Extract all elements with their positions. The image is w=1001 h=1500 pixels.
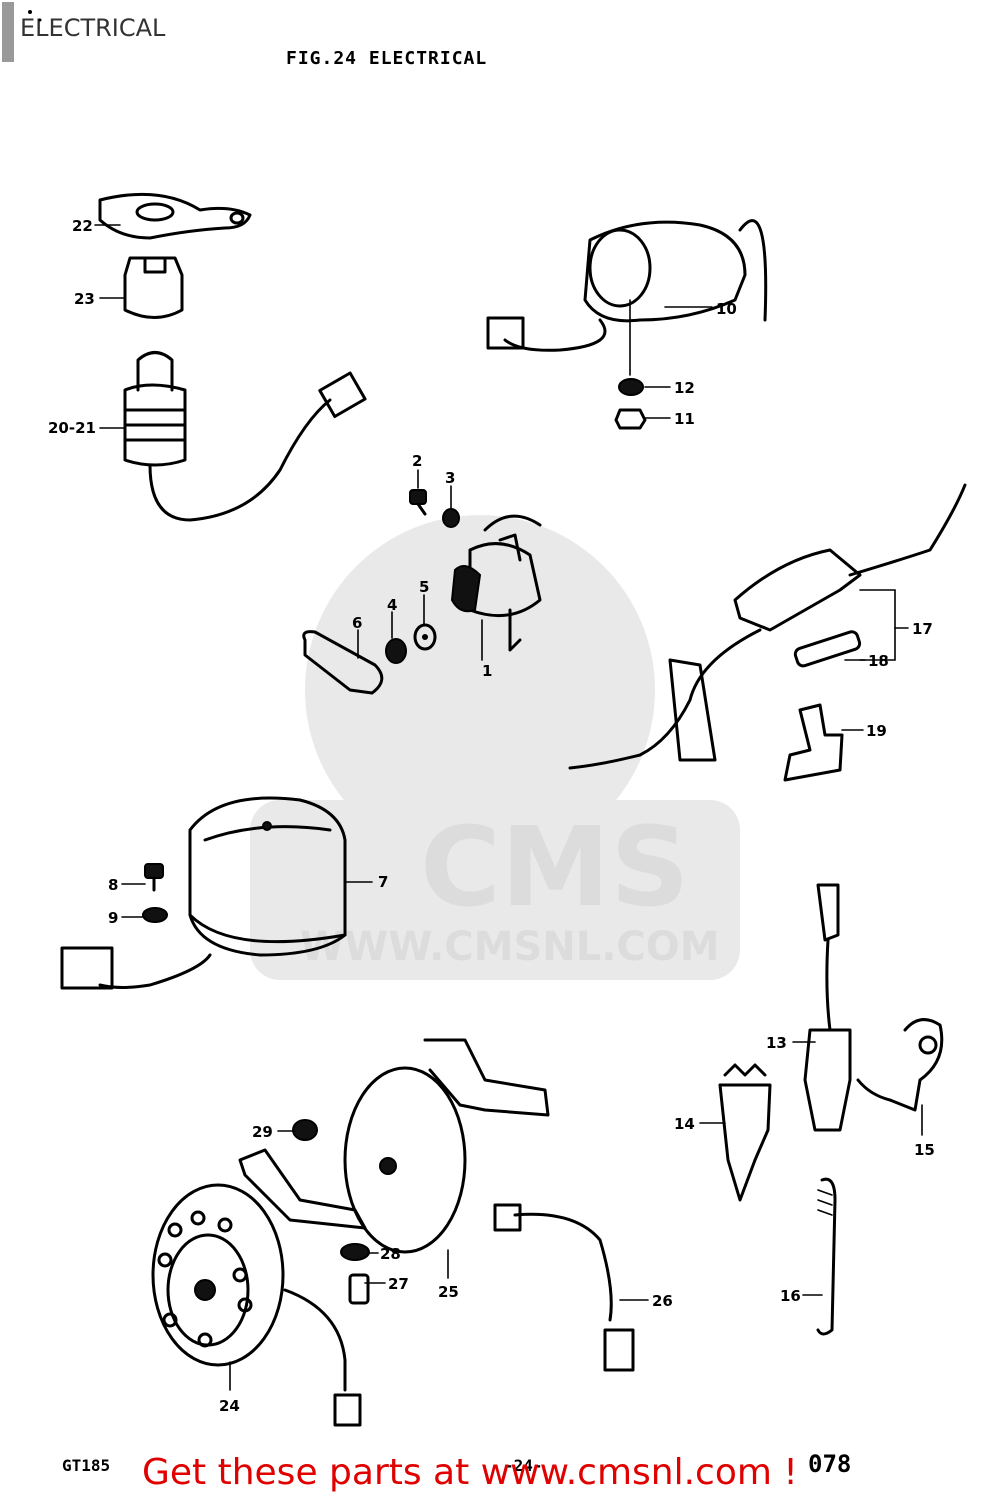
part-horn-24 [151,1183,362,1427]
part-clip-19 [783,703,844,782]
part-nut-29 [292,1119,318,1141]
part-washer-9 [142,907,168,923]
callout-22: 22 [72,217,93,235]
leader-lines [94,224,923,1391]
callout-17: 17 [912,620,933,638]
callout-12: 12 [674,379,695,397]
part-cap-6 [302,630,384,695]
callout-20-21: 20-21 [48,419,96,437]
callout-23: 23 [74,290,95,308]
watermark-url: WWW.CMSNL.COM [300,924,720,970]
page-number: -24- [504,1456,543,1475]
callout-2: 2 [412,452,422,470]
callout-14: 14 [674,1115,695,1133]
promo-banner: Get these parts at www.cmsnl.com ! [142,1452,798,1493]
part-washer-28 [340,1243,370,1261]
watermark-mascot-icon [305,515,655,865]
callout-10: 10 [716,300,737,318]
part-nut-11 [614,408,647,430]
reference-number: 078 [808,1450,852,1478]
model-code: GT185 [62,1456,111,1475]
callout-6: 6 [352,614,362,632]
part-coil-10 [486,219,768,376]
part-switch-14 [718,1063,772,1202]
part-bolt-27 [348,1273,370,1305]
part-plate-22 [98,192,252,240]
callout-8: 8 [108,876,118,894]
callout-28: 28 [380,1245,401,1263]
callout-labels: 1 2 3 4 5 6 7 8 9 10 11 12 13 14 15 16 1… [48,217,935,1415]
part-nut-4 [385,638,407,664]
callout-18: 18 [868,652,889,670]
callout-7: 7 [378,873,388,891]
callout-26: 26 [652,1292,673,1310]
part-nut-23 [123,256,184,319]
part-bolt-2 [409,489,427,516]
scan-noise [2,2,42,62]
callout-3: 3 [445,469,455,487]
figure-title: FIG.24 ELECTRICAL [286,48,488,69]
part-wire-26 [493,1203,635,1372]
callout-11: 11 [674,410,695,428]
part-washer-5 [413,623,437,651]
callout-24: 24 [219,1397,240,1415]
callout-29: 29 [252,1123,273,1141]
callout-15: 15 [914,1141,935,1159]
callout-13: 13 [766,1034,787,1052]
watermark-brand: CMS [420,803,689,931]
part-relay-1 [450,514,542,652]
callout-16: 16 [780,1287,801,1305]
callout-25: 25 [438,1283,459,1301]
part-screw-8 [144,863,164,892]
part-bracket-15 [856,1018,944,1112]
part-switch-20-21 [123,351,367,522]
part-washer-12 [618,378,644,396]
corner-title: ELECTRICAL [20,14,166,42]
callout-4: 4 [387,596,397,614]
part-spring-16 [816,1177,837,1336]
part-regulator-7 [60,796,347,990]
callout-5: 5 [419,578,429,596]
watermark-panel [250,800,740,980]
callout-19: 19 [866,722,887,740]
callout-1: 1 [482,662,492,680]
callout-27: 27 [388,1275,409,1293]
callout-9: 9 [108,909,118,927]
part-switch-13 [803,883,852,1132]
watermark: CMS WWW.CMSNL.COM [250,515,740,980]
part-fuse-18 [793,630,862,668]
part-nut-3 [442,508,460,528]
part-fuse-holder-17 [568,483,967,770]
part-horn-25 [238,1038,550,1254]
